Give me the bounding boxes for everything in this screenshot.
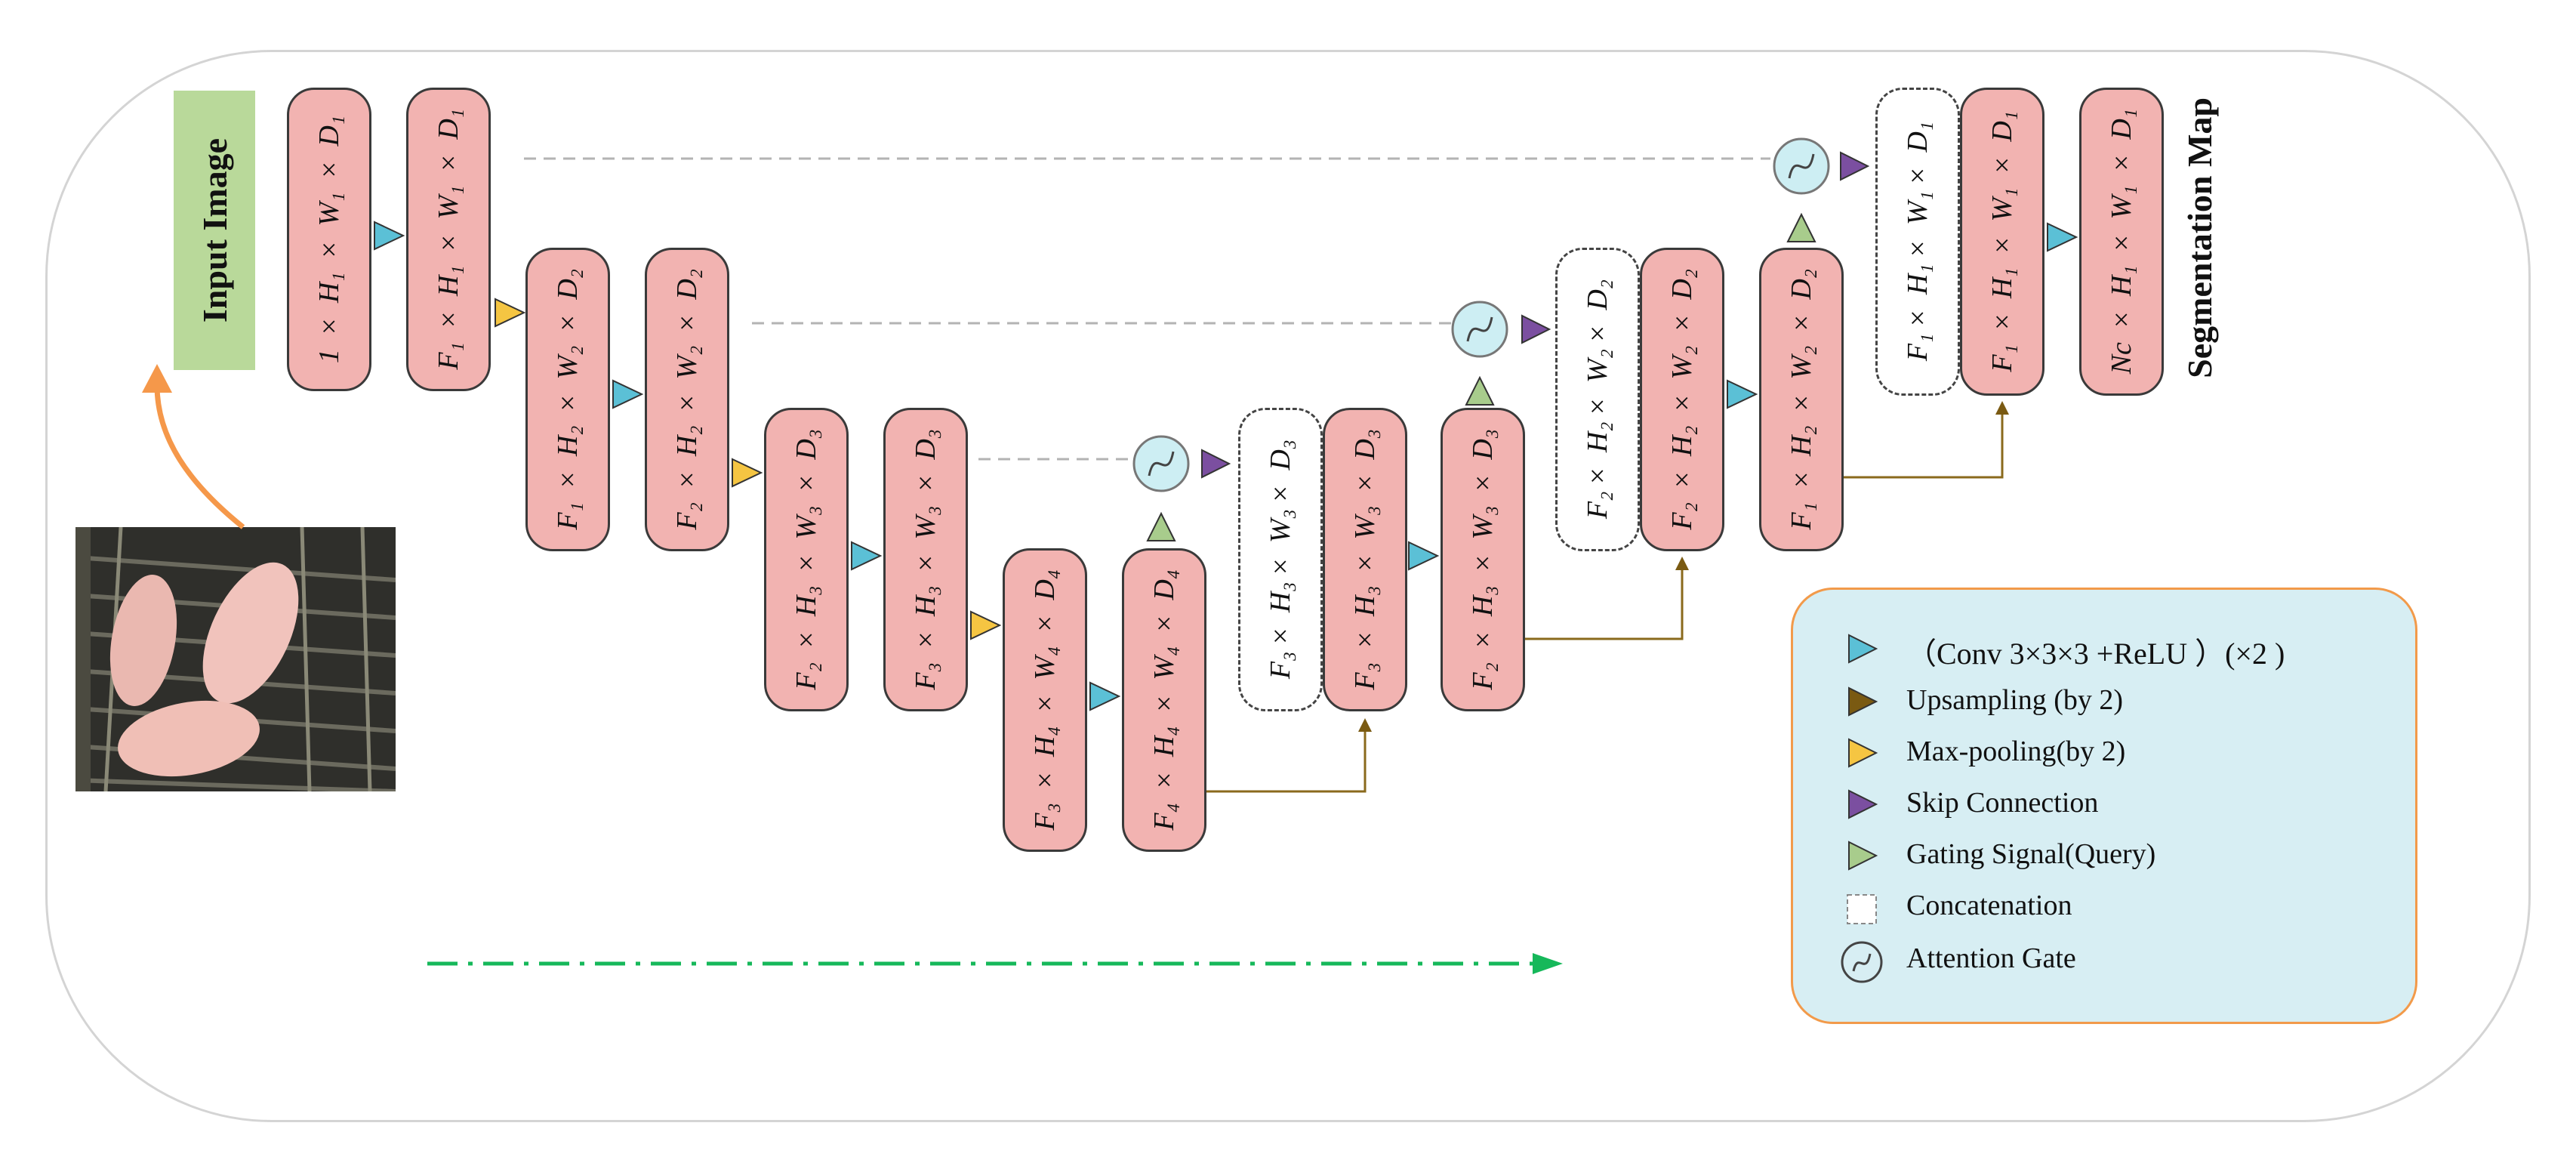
concat-block-2: F₂× H₂× W₂× D₂ [1555, 248, 1640, 551]
maxpool-icon-3 [970, 610, 1002, 640]
encoder-block-3b: F₃ × H₃ × W₃ × D₃ [883, 408, 968, 711]
decoder-block-3b: F₂ × H₃ × W₃ × D₃ [1441, 408, 1525, 711]
photo-arrow-head [142, 364, 172, 393]
upsampling-line-2 [1525, 557, 1689, 640]
conv-icon-enc1 [374, 221, 405, 251]
legend-skip-text: Skip Connection [1906, 787, 2099, 819]
output-block: Nc × H₁ × W₁ × D₁ [2079, 88, 2164, 396]
conv-icon-enc2 [612, 379, 644, 409]
legend-concat-icon [1847, 894, 1877, 924]
upsampling-line-3 [1206, 718, 1372, 793]
encoder-block-1a: 1 × H₁ × W₁ × D₁ [287, 88, 371, 391]
legend-panel: （Conv 3×3×3 +ReLU ）(×2 ) Upsampling (by … [1791, 588, 2417, 1024]
legend-conv-text: （Conv 3×3×3 +ReLU ）(×2 ) [1906, 637, 2285, 671]
legend-conv-icon [1848, 634, 1878, 664]
conv-icon-dec2 [1727, 379, 1758, 409]
flow-arrow-head [1533, 953, 1563, 974]
legend-concat-text: Concatenation [1906, 890, 2072, 921]
conv-icon-enc3 [851, 541, 883, 571]
attention-gate-1 [1773, 137, 1830, 195]
legend-upsampling-icon [1848, 686, 1878, 717]
legend-maxpool-text: Max-pooling(by 2) [1906, 736, 2126, 767]
legend-attention-text: Attention Gate [1906, 942, 2076, 974]
maxpool-icon-1 [495, 298, 526, 328]
pig-photo-illustration [75, 527, 396, 791]
diagram-frame [45, 50, 2531, 1122]
attention-gate-3 [1132, 435, 1190, 492]
skip-connection-icon-2 [1521, 314, 1551, 344]
photo-to-input-arrow [154, 384, 245, 529]
maxpool-icon-2 [732, 458, 763, 488]
legend-attention-icon [1841, 941, 1883, 983]
legend-gating-text: Gating Signal(Query) [1906, 838, 2156, 870]
concat-block-1: F₁× H₁× W₁× D₁ [1875, 88, 1960, 396]
encoder-block-3a: F₂ × H₃ × W₃ × D₃ [764, 408, 849, 711]
skip-connection-icon-3 [1201, 449, 1231, 479]
input-photo-pigs [75, 527, 396, 791]
bottleneck-block-a: F₃ × H₄ × W₄ × D₄ [1003, 548, 1087, 852]
bottleneck-block-b: F₄ × H₄ × W₄ × D₄ [1122, 548, 1206, 852]
gating-signal-icon-3 [1146, 511, 1176, 541]
encoder-block-1b: F₁ × H₁ × W₁ × D₁ [406, 88, 491, 391]
concat-block-3: F₃× H₃× W₃× D₃ [1238, 408, 1323, 711]
legend-maxpool-icon [1848, 738, 1878, 768]
encoder-block-2a: F₁ × H₂ × W₂ × D₂ [525, 248, 610, 551]
encoder-block-2b: F₂ × H₂ × W₂ × D₂ [645, 248, 729, 551]
decoder-block-2a: F₂ × H₂ × W₂ × D₂ [1640, 248, 1724, 551]
decoder-block-3a: F₃ × H₃ × W₃ × D₃ [1323, 408, 1407, 711]
legend-gating-icon [1848, 841, 1878, 871]
conv-icon-dec3 [1408, 541, 1440, 571]
upsampling-line-1 [1844, 401, 2009, 479]
decoder-block-2b: F₁ × H₂ × W₂ × D₂ [1759, 248, 1844, 551]
legend-icons [1841, 634, 1883, 983]
conv-icon-bottleneck [1089, 681, 1121, 711]
gating-signal-icon-2 [1465, 375, 1495, 406]
conv-icon-dec1 [2047, 222, 2078, 252]
legend-upsampling-text: Upsampling (by 2) [1906, 684, 2124, 716]
input-image-label-box: Input Image [174, 91, 255, 370]
decoder-block-1: F₁ × H₁ × W₁ × D₁ [1960, 88, 2044, 396]
attention-gate-2 [1451, 301, 1508, 358]
legend-skip-icon [1848, 789, 1878, 819]
skip-connection-icon-1 [1840, 151, 1870, 181]
gating-signal-icon-1 [1786, 212, 1816, 242]
